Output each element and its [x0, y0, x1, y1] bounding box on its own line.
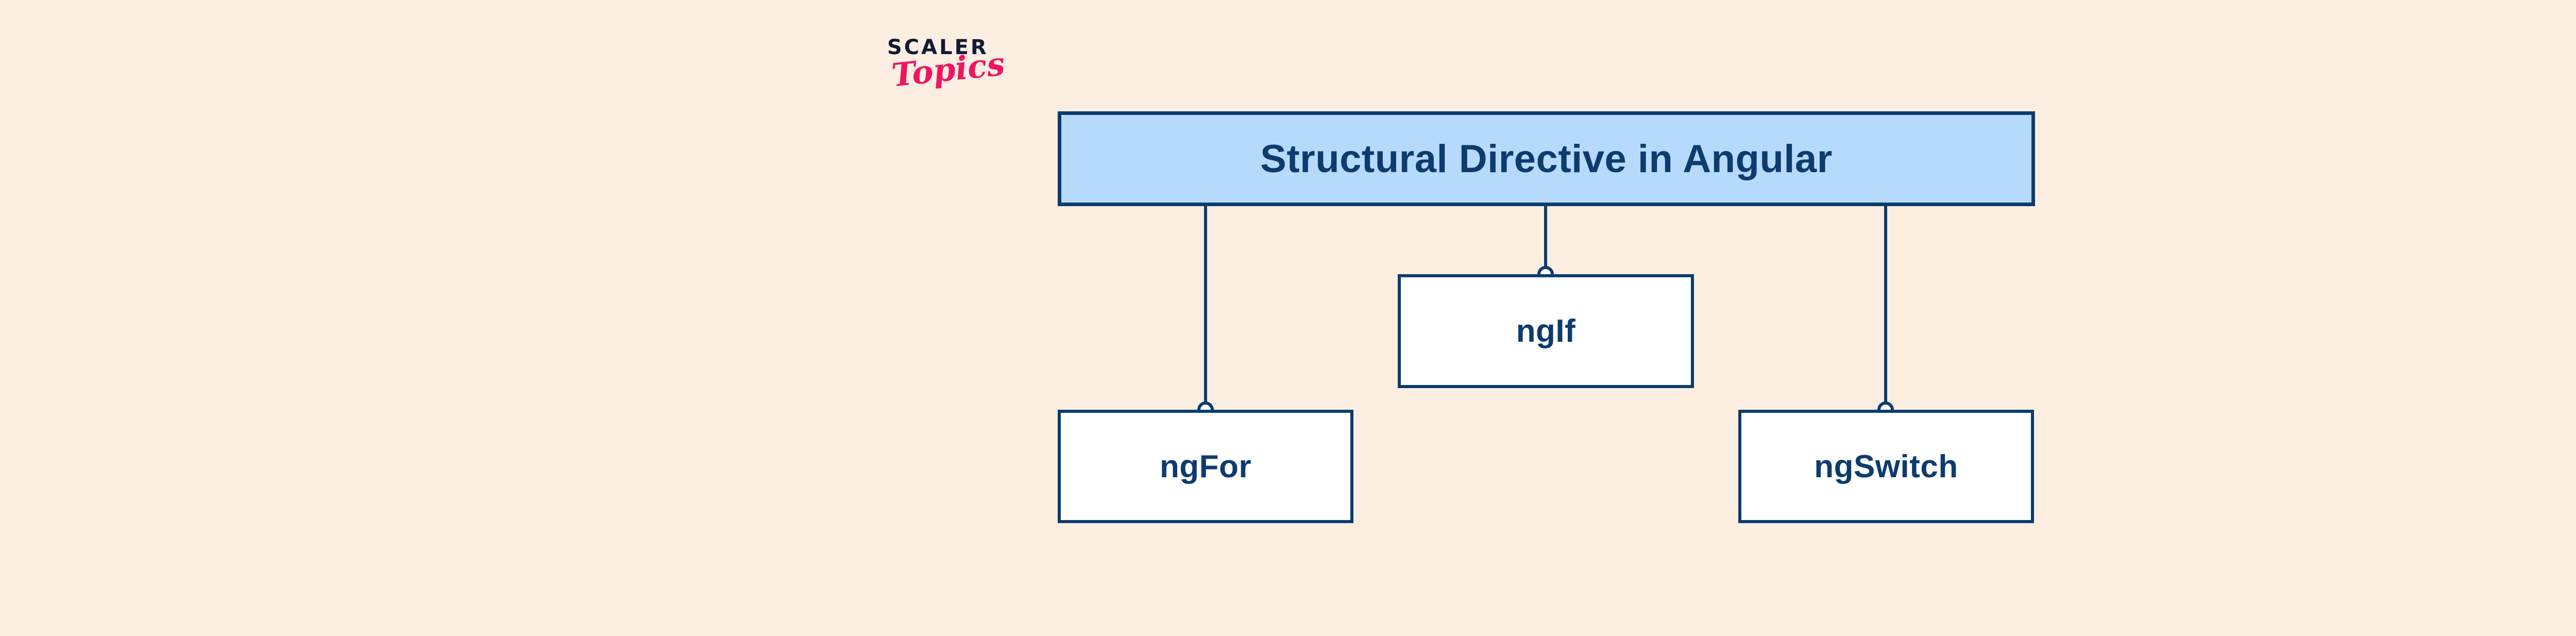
- logo-primary-text: SCALER: [887, 36, 989, 59]
- node-root-label: Structural Directive in Angular: [1260, 137, 1833, 181]
- node-structural-directive-root: Structural Directive in Angular: [1058, 111, 2035, 206]
- node-ngfor: ngFor: [1058, 410, 1353, 523]
- node-ngif: ngIf: [1398, 274, 1694, 388]
- node-ngswitch: ngSwitch: [1738, 410, 2034, 523]
- node-ngfor-label: ngFor: [1159, 448, 1252, 484]
- scaler-topics-logo: SCALER Topics: [887, 37, 1052, 120]
- node-ngswitch-label: ngSwitch: [1814, 448, 1958, 484]
- node-ngif-label: ngIf: [1516, 313, 1576, 349]
